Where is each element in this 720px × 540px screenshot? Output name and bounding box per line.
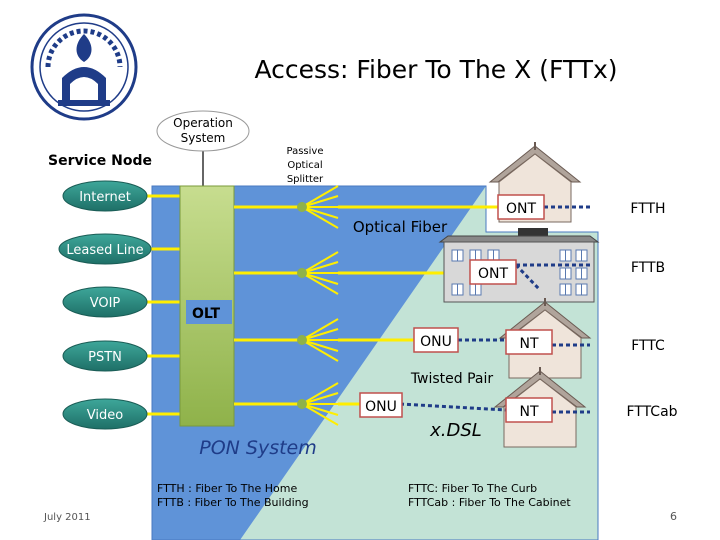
service-leased-line-label: Leased Line bbox=[66, 243, 143, 258]
fiber-trunks bbox=[234, 205, 302, 406]
building-icon bbox=[438, 228, 600, 303]
olt-label-bg bbox=[186, 300, 232, 324]
fttcab-label: FTTCab bbox=[626, 404, 677, 420]
ont-device: ONT bbox=[497, 194, 545, 220]
service-video: Video bbox=[62, 398, 148, 430]
service-video-label: Video bbox=[87, 408, 123, 423]
splitter-label-1: Passive bbox=[287, 146, 324, 157]
splitter-icon bbox=[297, 251, 339, 295]
operation-system-badge bbox=[156, 110, 250, 152]
fttc-label: FTTC bbox=[631, 338, 665, 354]
nt-label: NT bbox=[519, 336, 538, 352]
service-pstn-label: PSTN bbox=[88, 350, 122, 365]
slide-date: July 2011 bbox=[43, 512, 91, 523]
splitter-label-3: Splitter bbox=[287, 174, 324, 185]
footnote-ftth: FTTH : Fiber To The Home bbox=[157, 482, 297, 495]
ont-label: ONT bbox=[478, 266, 508, 282]
page-number: 6 bbox=[670, 510, 677, 523]
service-node-label: Service Node bbox=[48, 153, 152, 169]
nt-label: NT bbox=[519, 404, 538, 420]
fttb-label: FTTB bbox=[631, 260, 665, 276]
onu-label: ONU bbox=[365, 399, 397, 415]
footnote-fttc: FTTC: Fiber To The Curb bbox=[408, 482, 537, 495]
service-internet-label: Internet bbox=[79, 190, 131, 205]
service-internet: Internet bbox=[62, 180, 148, 212]
onu-label: ONU bbox=[420, 334, 452, 350]
service-voip-label: VOIP bbox=[90, 296, 121, 311]
onu-device: ONU bbox=[413, 327, 459, 353]
university-logo-icon bbox=[30, 13, 138, 121]
slide-title: Access: Fiber To The X (FTTx) bbox=[254, 55, 617, 84]
footnote-fttcab: FTTCab : Fiber To The Cabinet bbox=[408, 496, 571, 509]
service-leased-line: Leased Line bbox=[58, 233, 152, 265]
olt-label: OLT bbox=[192, 306, 221, 322]
splitter-icon bbox=[297, 318, 339, 362]
pon-system-label: PON System bbox=[199, 437, 317, 459]
ont-device: ONT bbox=[469, 259, 517, 285]
splitter-icon bbox=[297, 382, 339, 426]
footnote-fttb: FTTB : Fiber To The Building bbox=[157, 496, 309, 509]
splitter-label-2: Optical bbox=[287, 160, 322, 171]
ftth-label: FTTH bbox=[630, 201, 665, 217]
operation-system-line2: System bbox=[181, 131, 226, 145]
splitter-icon bbox=[297, 185, 339, 229]
onu-device: ONU bbox=[359, 392, 403, 418]
xdsl-label: x.DSL bbox=[429, 420, 482, 441]
twisted-pair-label: Twisted Pair bbox=[410, 371, 494, 387]
nt-device: NT bbox=[505, 397, 553, 423]
twisted-pair-links bbox=[399, 205, 590, 414]
service-pstn: PSTN bbox=[62, 340, 148, 372]
service-voip: VOIP bbox=[62, 286, 148, 318]
nt-device: NT bbox=[505, 329, 553, 355]
ont-label: ONT bbox=[506, 201, 536, 217]
optical-fiber-label: Optical Fiber bbox=[353, 218, 448, 236]
operation-system-line1: Operation bbox=[173, 116, 233, 130]
